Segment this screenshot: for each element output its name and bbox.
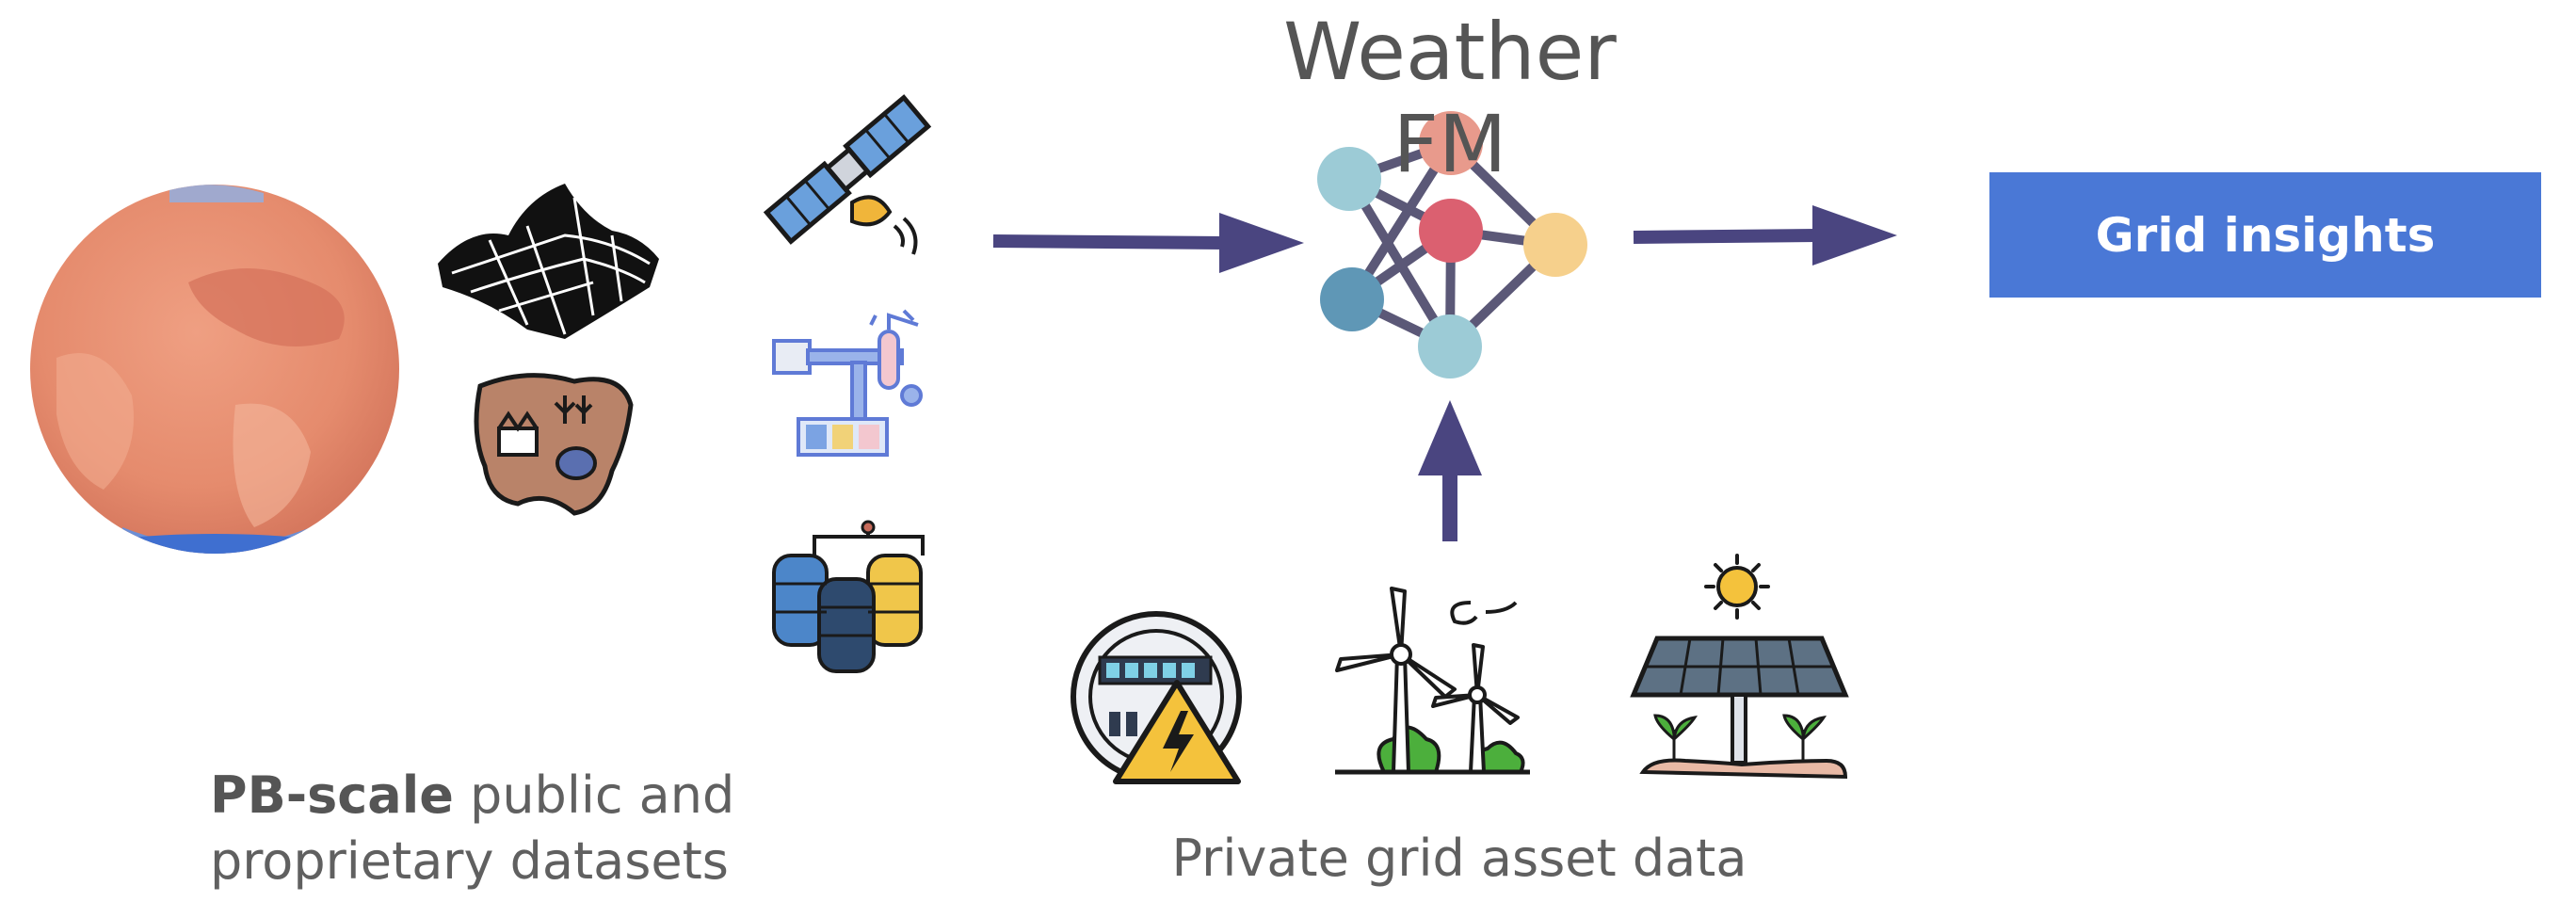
nn-node-hidden-2 (1419, 199, 1483, 263)
nn-node-input-2 (1320, 267, 1384, 331)
grid-asset-caption: Private grid asset data (1171, 829, 1747, 888)
input-arrow (992, 213, 1304, 273)
smart-meter-icon (1071, 611, 1242, 784)
datasets-caption-bold: PB-scale (210, 765, 454, 825)
wind-turbine-icon (1335, 587, 1530, 775)
nn-node-input-1 (1317, 147, 1381, 211)
satellite-icon (763, 94, 932, 255)
datasets-caption-rest: public and (453, 765, 735, 825)
land-use-map-icon (474, 373, 634, 516)
weather-station-icon (772, 309, 923, 457)
nn-node-hidden-3 (1418, 314, 1482, 379)
earth-globe-icon (30, 185, 399, 554)
nn-node-output (1523, 213, 1587, 277)
solar-panel-icon (1630, 554, 1849, 780)
datasets-caption-line2: proprietary datasets (210, 831, 729, 891)
output-arrow (1633, 205, 1897, 266)
terrain-mesh-icon (438, 184, 659, 339)
neural-network-icon (1317, 111, 1587, 379)
grid-insights-label: Grid insights (2095, 207, 2436, 263)
grid-data-arrow (1418, 400, 1482, 541)
model-title: Weather FM (1283, 6, 1617, 190)
nn-node-hidden-1 (1419, 111, 1483, 175)
grid-insights-box: Grid insights (1989, 172, 2541, 298)
datasets-caption: PB-scale public and proprietary datasets (210, 763, 794, 894)
database-icon (772, 520, 925, 673)
